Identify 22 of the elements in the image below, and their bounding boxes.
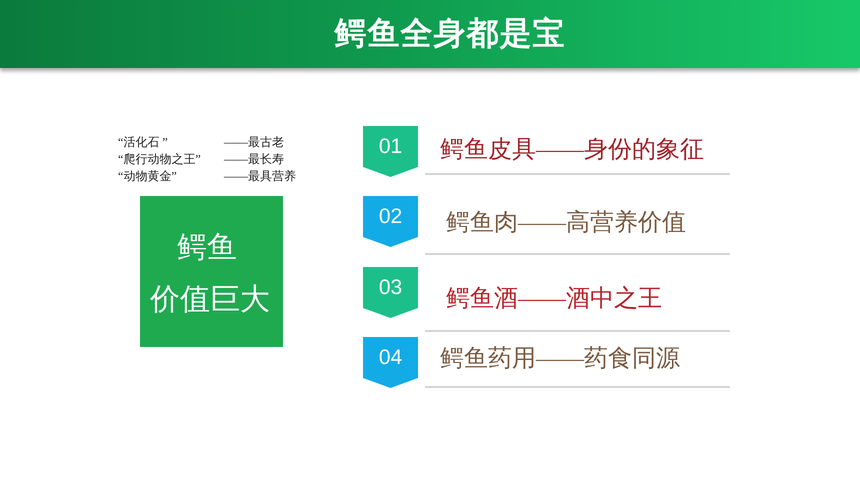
value-box (140, 196, 283, 347)
number-badge (363, 196, 418, 247)
trait-text: ——最长寿 (224, 151, 285, 168)
value-text: 价值巨大 (150, 282, 270, 318)
nickname-text: “爬行动物之王” (118, 151, 202, 168)
item-title: 鳄鱼药用——药食同源 (440, 345, 680, 374)
nickname-text: “动物黄金” (118, 168, 178, 185)
trait-text: ——最古老 (224, 134, 285, 151)
item-title: 鳄鱼酒——酒中之王 (446, 284, 662, 314)
item-title: 鳄鱼肉——高营养价值 (446, 208, 686, 238)
nickname-text: “活化石 ” (118, 134, 169, 151)
number-badge (363, 267, 418, 318)
badge-number: 01 (378, 134, 402, 160)
value-heading: 鳄鱼 (177, 230, 237, 266)
number-badge (363, 126, 418, 177)
badge-number: 02 (378, 204, 402, 230)
badge-number: 04 (378, 345, 402, 371)
badge-number: 03 (378, 275, 402, 301)
trait-text: ——最具营养 (224, 168, 296, 185)
number-badge (363, 337, 418, 388)
item-title: 鳄鱼皮具——身份的象征 (440, 136, 704, 165)
title-text: 鳄鱼全身都是宝 (334, 14, 566, 53)
